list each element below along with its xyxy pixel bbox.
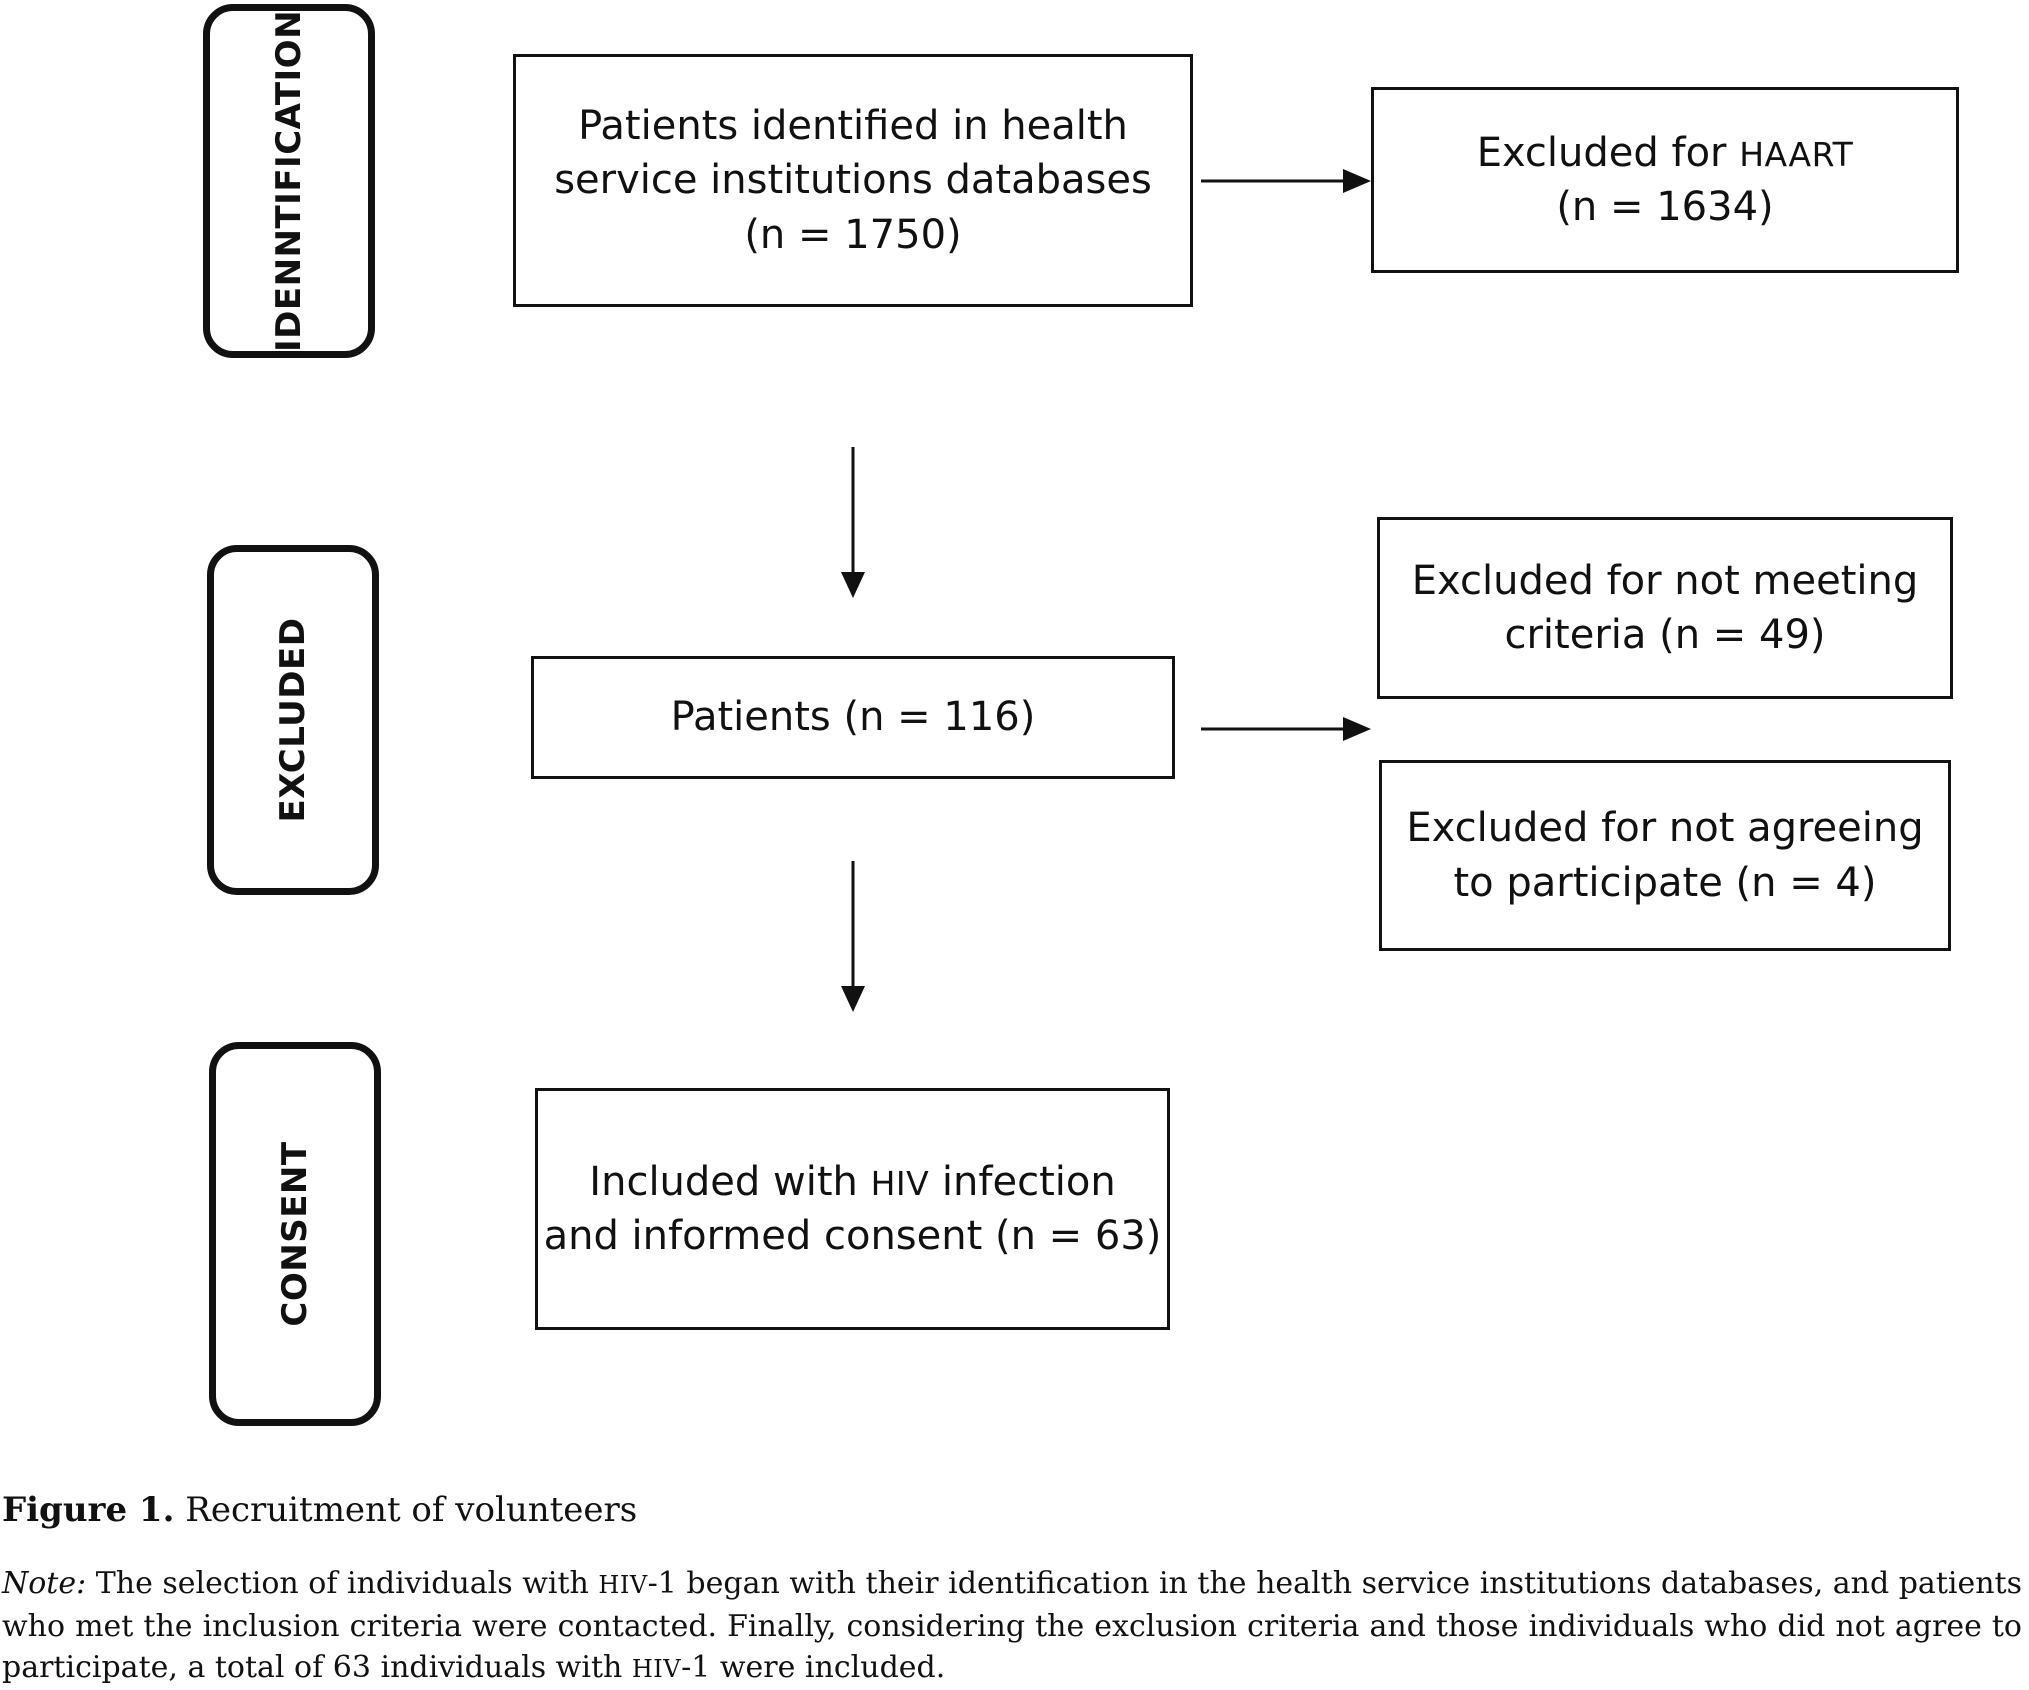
figure-caption-text: Recruitment of volunteers <box>174 1490 638 1530</box>
arrow-patients-to-excluded <box>1201 717 1371 741</box>
arrow-patients-to-included <box>841 861 865 1012</box>
box-excluded-haart-line1: Excluded for HAART <box>1477 126 1854 180</box>
phase-identification: IDENNTIFICATION <box>203 4 375 358</box>
box-patients-116-line1: Patients (n = 116) <box>670 694 1036 741</box>
figure-caption: Figure 1. Recruitment of volunteers <box>2 1490 637 1530</box>
phase-excluded-label: EXCLUDED <box>273 617 313 823</box>
figure-note-label: Note: <box>2 1566 87 1601</box>
box-excluded-not-agreeing-line2: to participate (n = 4) <box>1453 859 1877 906</box>
figure-note-part1: The selection of individuals with <box>86 1566 599 1601</box>
hiv-abbreviation: HIV <box>870 1163 930 1203</box>
phase-consent: CONSENT <box>209 1042 381 1426</box>
haart-abbreviation: HAART <box>1739 134 1854 174</box>
arrow-identified-to-patients <box>841 447 865 598</box>
box-included-line2: and informed consent (n = 63) <box>543 1213 1162 1259</box>
figure-note-part2: -1 began with their identification in th… <box>2 1566 2022 1685</box>
box-excluded-haart-line2: (n = 1634) <box>1556 184 1774 230</box>
box-patients-identified-line3: (n = 1750) <box>744 211 962 258</box>
box-excluded-criteria: Excluded for not meeting criteria (n = 4… <box>1377 517 1953 699</box>
figure-note: Note: The selection of individuals with … <box>2 1563 2022 1690</box>
box-excluded-not-agreeing-line1: Excluded for not agreeing <box>1406 805 1924 852</box>
box-excluded-criteria-line1: Excluded for not meeting <box>1411 557 1919 604</box>
box-patients-identified-line2: service institutions databases <box>554 157 1152 204</box>
box-included-suffix: infection <box>929 1158 1116 1205</box>
figure-note-part3: -1 were included. <box>681 1650 946 1685</box>
box-excluded-not-agreeing: Excluded for not agreeing to participate… <box>1379 760 1951 951</box>
box-excluded-criteria-line2: criteria (n = 49) <box>1504 612 1826 658</box>
figure-note-abbr1: HIV <box>598 1571 648 1599</box>
figure-note-abbr2: HIV <box>631 1655 682 1683</box>
box-patients-116: Patients (n = 116) <box>531 656 1175 779</box>
box-patients-identified-line1: Patients identified in health <box>578 102 1128 149</box>
figure-caption-label: Figure 1. <box>2 1490 175 1530</box>
box-patients-identified: Patients identified in health service in… <box>513 54 1193 307</box>
box-included-prefix: Included with <box>589 1158 871 1205</box>
box-included-line1: Included with HIV infection <box>544 1155 1162 1209</box>
box-excluded-haart: Excluded for HAART (n = 1634) <box>1371 87 1959 273</box>
box-excluded-haart-prefix: Excluded for <box>1476 129 1740 176</box>
arrow-identified-to-haart <box>1201 169 1371 193</box>
phase-excluded: EXCLUDED <box>207 545 379 895</box>
phase-consent-label: CONSENT <box>275 1141 315 1327</box>
phase-identification-label: IDENNTIFICATION <box>269 9 309 353</box>
box-included: Included with HIV infection and informed… <box>535 1088 1170 1330</box>
